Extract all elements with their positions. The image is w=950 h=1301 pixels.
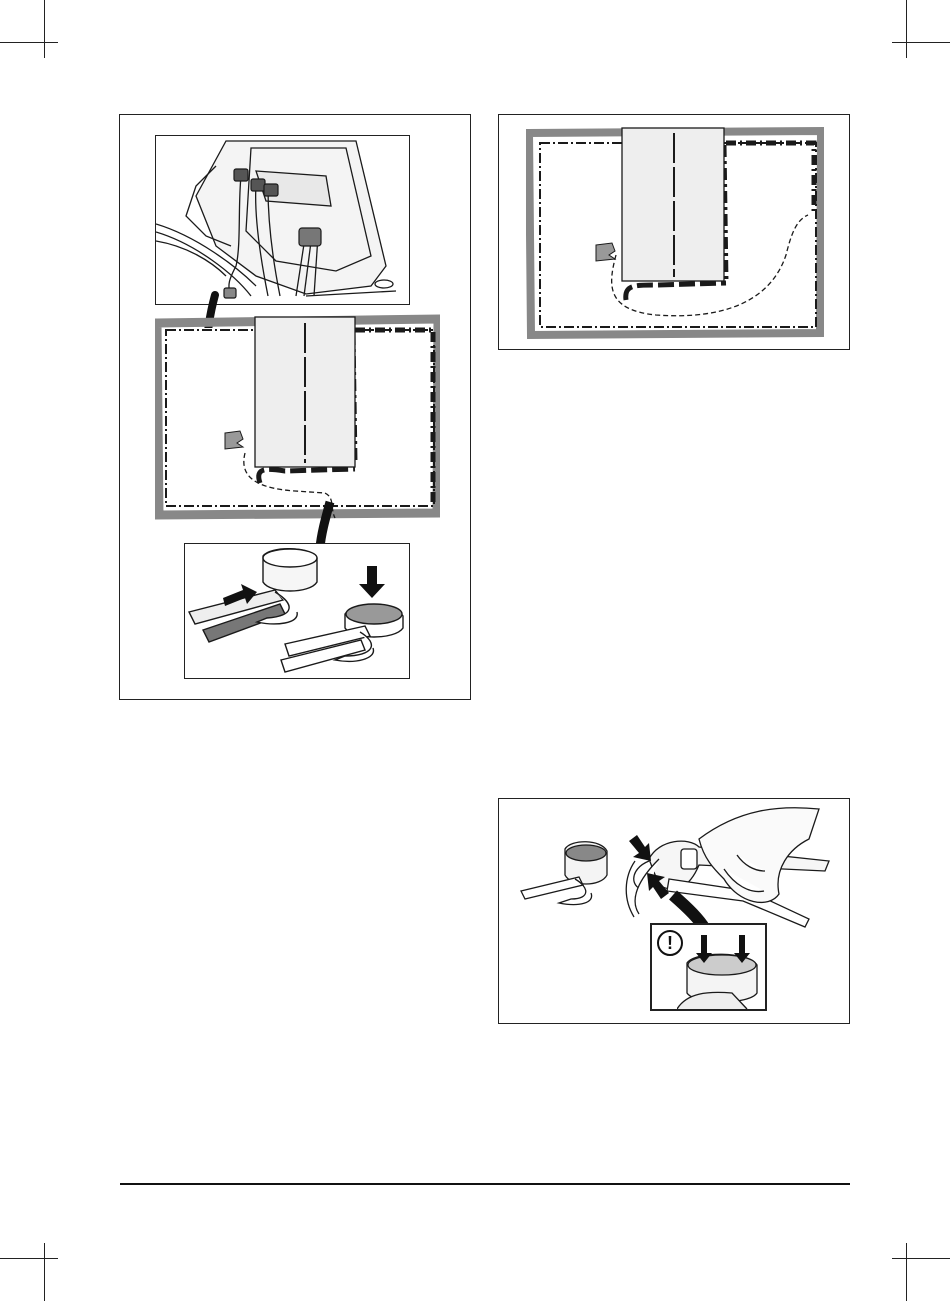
- coupler-icon: [521, 842, 607, 905]
- lawn-layout-diagram: [155, 313, 440, 523]
- figure-connect-guide-wire: [119, 114, 471, 700]
- lawn-layout-diagram-2: [526, 125, 824, 340]
- coupler-inset: [184, 543, 410, 679]
- charging-station-icon: [156, 136, 409, 304]
- warning-inset: !: [650, 923, 767, 1011]
- footer-rule: [120, 1183, 850, 1185]
- coupler-icon: [185, 544, 409, 678]
- figure-guide-wire-layout: [498, 114, 850, 350]
- figure-press-coupler: !: [498, 798, 850, 1024]
- charging-station-inset: [155, 135, 410, 305]
